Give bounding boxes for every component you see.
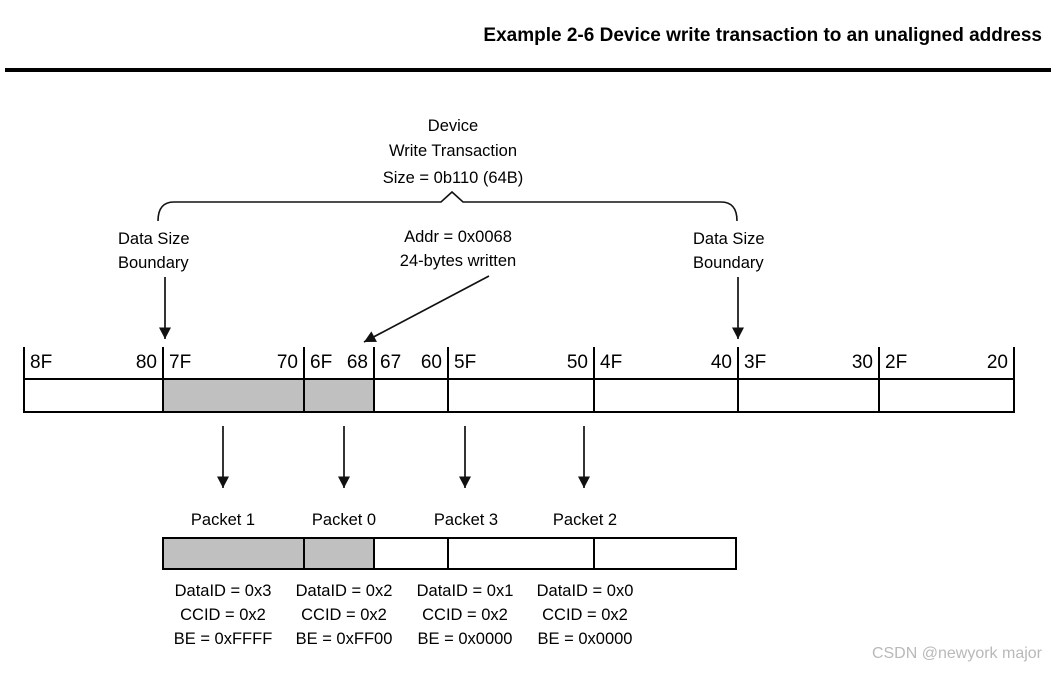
packet-0-ccid: CCID = 0x2 <box>301 606 387 624</box>
addr-start: 5F <box>454 351 477 373</box>
address-cell-6f-68: 6F 68 <box>303 347 373 378</box>
packet-3-dataid: DataID = 0x1 <box>416 582 514 600</box>
left-boundary-line-2: Boundary <box>118 254 189 272</box>
addr-start: 6F <box>310 351 333 373</box>
packet-3-label: Packet 3 <box>433 511 499 529</box>
packet-2-label: Packet 2 <box>552 511 618 529</box>
transaction-size: Size = 0b110 (64B) <box>382 169 524 187</box>
addr-start: 8F <box>30 351 53 373</box>
example-title: Example 2-6 Device write transaction to … <box>483 25 1042 46</box>
memory-cell-67-60 <box>373 380 447 411</box>
transaction-label: Device Write Transaction Size = 0b110 (6… <box>383 114 524 191</box>
right-boundary-line-2: Boundary <box>693 254 764 272</box>
addr-start: 2F <box>885 351 908 373</box>
packet-0-label: Packet 0 <box>311 511 377 529</box>
packet-3-ccid: CCID = 0x2 <box>422 606 508 624</box>
address-cell-5f-50: 5F 50 <box>447 347 593 378</box>
packet-1-ccid: CCID = 0x2 <box>180 606 266 624</box>
packet-0-be: BE = 0xFF00 <box>295 630 393 648</box>
packet-1-be: BE = 0xFFFF <box>173 630 273 648</box>
address-label-row: 8F 80 7F 70 6F 68 67 60 5F 50 4F 40 3F 3… <box>23 347 1015 378</box>
packet-3-be: BE = 0x0000 <box>417 630 513 648</box>
memory-cell-4f-40 <box>593 380 737 411</box>
packet-2-info: DataID = 0x0 CCID = 0x2 BE = 0x0000 <box>537 579 634 651</box>
packet-2-be: BE = 0x0000 <box>537 630 633 648</box>
memory-cell-6f-68-written <box>303 380 373 411</box>
packet-bar <box>162 537 737 570</box>
addr-start: 3F <box>744 351 767 373</box>
address-cell-8f-80: 8F 80 <box>23 347 162 378</box>
memory-cell-5f-50 <box>447 380 593 411</box>
addr-end: 40 <box>710 351 732 373</box>
packet-2-cell <box>593 539 737 568</box>
address-annotation-label: Addr = 0x0068 24-bytes written <box>400 225 516 273</box>
addr-start: 7F <box>169 351 192 373</box>
left-data-size-boundary-label: Data Size Boundary <box>118 227 190 275</box>
right-data-size-boundary-label: Data Size Boundary <box>693 227 765 275</box>
addr-end: 68 <box>346 351 368 373</box>
address-cell-3f-30: 3F 30 <box>737 347 878 378</box>
memory-cell-8f-80 <box>23 380 162 411</box>
address-cell-2f-20: 2F 20 <box>878 347 1015 378</box>
transaction-brace <box>157 190 738 222</box>
address-cell-67-60: 67 60 <box>373 347 447 378</box>
address-cell-7f-70: 7F 70 <box>162 347 303 378</box>
memory-map-bar <box>23 378 1015 413</box>
packet-3-info: DataID = 0x1 CCID = 0x2 BE = 0x0000 <box>417 579 514 651</box>
addr-end: 50 <box>566 351 588 373</box>
address-line-1: Addr = 0x0068 <box>404 228 512 246</box>
addr-end: 20 <box>986 351 1008 373</box>
address-line-2: 24-bytes written <box>399 252 517 270</box>
right-boundary-line-1: Data Size <box>693 230 765 248</box>
transaction-line-2: Write Transaction <box>388 142 518 160</box>
packet-1-label: Packet 1 <box>190 511 256 529</box>
title-rule <box>5 68 1051 72</box>
packet-1-cell <box>162 539 303 568</box>
address-cell-4f-40: 4F 40 <box>593 347 737 378</box>
addr-end: 30 <box>851 351 873 373</box>
memory-cell-3f-30 <box>737 380 878 411</box>
address-arrow-icon <box>363 275 490 343</box>
memory-cell-7f-70-written <box>162 380 303 411</box>
packet-2-ccid: CCID = 0x2 <box>542 606 628 624</box>
left-boundary-line-1: Data Size <box>118 230 190 248</box>
packet-0-dataid: DataID = 0x2 <box>295 582 393 600</box>
packet-1-dataid: DataID = 0x3 <box>174 582 272 600</box>
packet-3-cell <box>447 539 593 568</box>
addr-start: 4F <box>600 351 623 373</box>
addr-start: 67 <box>380 351 402 373</box>
packet-2-dataid: DataID = 0x0 <box>536 582 634 600</box>
packet-0-cell-unwritten <box>373 539 447 568</box>
transaction-line-1: Device <box>427 117 479 135</box>
addr-end: 80 <box>135 351 157 373</box>
packet-1-info: DataID = 0x3 CCID = 0x2 BE = 0xFFFF <box>174 579 273 651</box>
packet-0-info: DataID = 0x2 CCID = 0x2 BE = 0xFF00 <box>296 579 393 651</box>
packet-0-cell-written <box>303 539 373 568</box>
addr-end: 60 <box>420 351 442 373</box>
watermark: CSDN @newyork major <box>871 645 1042 662</box>
addr-end: 70 <box>276 351 298 373</box>
memory-cell-2f-20 <box>878 380 1015 411</box>
